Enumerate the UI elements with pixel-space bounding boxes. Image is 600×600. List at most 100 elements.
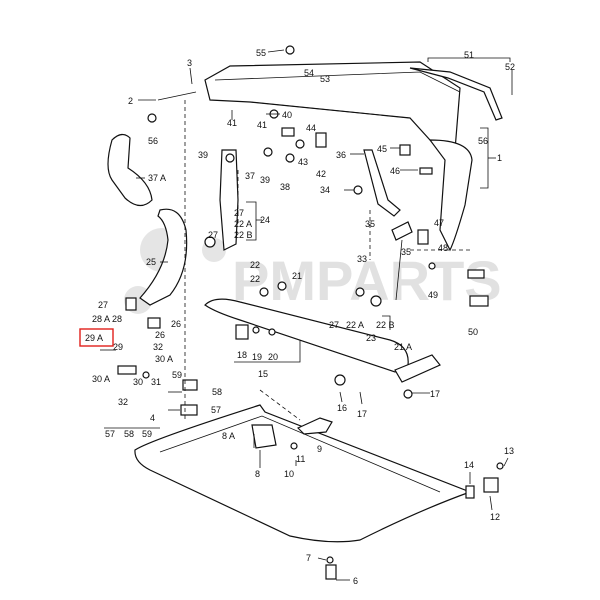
part-31 [142, 371, 150, 379]
callout-label[interactable]: 26 [155, 330, 165, 340]
callout-label[interactable]: 49 [428, 290, 438, 300]
callout-label[interactable]: 59 [142, 429, 152, 439]
callout-label[interactable]: 48 [438, 243, 448, 253]
callout-label[interactable]: 21 [292, 271, 302, 281]
callout-label[interactable]: 50 [468, 327, 478, 337]
callout-label[interactable]: 12 [490, 512, 500, 522]
callout-label[interactable]: 15 [258, 369, 268, 379]
callout-label[interactable]: 51 [464, 50, 474, 60]
callout-label[interactable]: 24 [260, 215, 270, 225]
callout-label[interactable]: 27 [208, 230, 218, 240]
callout-label[interactable]: 25 [146, 257, 156, 267]
callout-label[interactable]: 10 [284, 469, 294, 479]
callout-label[interactable]: 47 [434, 218, 444, 228]
callout-label[interactable]: 29 A [85, 333, 103, 343]
callout-label[interactable]: 17 [430, 389, 440, 399]
callout-label[interactable]: 14 [464, 460, 474, 470]
callout-label[interactable]: 28 A [92, 314, 110, 324]
callout-label[interactable]: 23 [366, 333, 376, 343]
callout-label[interactable]: 56 [148, 136, 158, 146]
callout-label[interactable]: 55 [256, 48, 266, 58]
callout-label[interactable]: 41 [227, 118, 237, 128]
callout-label[interactable]: 8 A [222, 431, 235, 441]
callout-label[interactable]: 3 [187, 58, 192, 68]
callout-label[interactable]: 30 A [155, 354, 173, 364]
callout-label[interactable]: 22 A [346, 320, 364, 330]
part-10 [290, 442, 298, 450]
highlight-box [79, 328, 114, 347]
callout-label[interactable]: 57 [105, 429, 115, 439]
callout-label[interactable]: 36 [336, 150, 346, 160]
callout-label[interactable]: 22 A [234, 219, 252, 229]
callout-label[interactable]: 33 [357, 254, 367, 264]
callout-label[interactable]: 30 [133, 377, 143, 387]
callout-label[interactable]: 37 A [148, 173, 166, 183]
callout-label[interactable]: 27 [329, 320, 339, 330]
callout-label[interactable]: 32 [153, 342, 163, 352]
part-39 [225, 153, 235, 163]
callout-label[interactable]: 22 B [376, 320, 395, 330]
callout-label[interactable]: 37 [245, 171, 255, 181]
callout-label[interactable]: 1 [497, 153, 502, 163]
callout-label[interactable]: 2 [128, 96, 133, 106]
callout-label[interactable]: 44 [306, 123, 316, 133]
part-13 [496, 462, 504, 470]
callout-label[interactable]: 59 [172, 370, 182, 380]
callout-label[interactable]: 18 [237, 350, 247, 360]
callout-label[interactable]: 16 [337, 403, 347, 413]
callout-label[interactable]: 21 A [394, 342, 412, 352]
callout-label[interactable]: 17 [357, 409, 367, 419]
callout-label[interactable]: 40 [282, 110, 292, 120]
callout-label[interactable]: 13 [504, 446, 514, 456]
callout-label[interactable]: 4 [150, 413, 155, 423]
callout-label[interactable]: 6 [353, 576, 358, 586]
callout-label[interactable]: 34 [320, 185, 330, 195]
callout-label[interactable]: 42 [316, 169, 326, 179]
bracket-37a [107, 133, 153, 207]
part-44 [281, 127, 295, 137]
callout-label[interactable]: 7 [306, 553, 311, 563]
callout-label[interactable]: 19 [252, 352, 262, 362]
callout-label[interactable]: 57 [211, 405, 221, 415]
cross-beam [204, 298, 409, 373]
part-21 [277, 281, 287, 291]
callout-label[interactable]: 54 [304, 68, 314, 78]
arm-37 [219, 149, 239, 251]
callout-label[interactable]: 31 [151, 377, 161, 387]
part-30 [117, 365, 137, 375]
callout-label[interactable]: 58 [124, 429, 134, 439]
callout-label[interactable]: 56 [478, 136, 488, 146]
callout-label[interactable]: 9 [317, 444, 322, 454]
callout-label[interactable]: 39 [198, 150, 208, 160]
callout-label[interactable]: 35 [365, 219, 375, 229]
callout-label[interactable]: 29 [113, 342, 123, 352]
callout-label[interactable]: 41 [257, 120, 267, 130]
callout-label[interactable]: 53 [320, 74, 330, 84]
callout-label[interactable]: 20 [268, 352, 278, 362]
callout-label[interactable]: 11 [296, 454, 305, 464]
callout-label[interactable]: 32 [118, 397, 128, 407]
callout-label[interactable]: 22 [250, 260, 260, 270]
callout-label[interactable]: 28 [112, 314, 122, 324]
callout-label[interactable]: 27 [234, 208, 244, 218]
callout-label[interactable]: 35 [401, 247, 411, 257]
callout-label[interactable]: 38 [280, 182, 290, 192]
callout-label[interactable]: 30 A [92, 374, 110, 384]
callout-label[interactable]: 46 [390, 166, 400, 176]
callout-label[interactable]: 39 [260, 175, 270, 185]
callout-label[interactable]: 58 [212, 387, 222, 397]
callout-label[interactable]: 45 [377, 144, 387, 154]
part-22 [259, 287, 269, 297]
callout-label[interactable]: 43 [298, 157, 308, 167]
callout-label[interactable]: 52 [505, 62, 515, 72]
callout-label[interactable]: 27 [98, 300, 108, 310]
callout-label[interactable]: 26 [171, 319, 181, 329]
callout-label[interactable]: 8 [255, 469, 260, 479]
callout-label[interactable]: 22 B [234, 230, 253, 240]
part-27 [125, 297, 137, 311]
part-42 [315, 132, 327, 148]
part-12 [483, 477, 499, 493]
part-47 [417, 229, 429, 245]
roof-panel [204, 61, 473, 252]
callout-label[interactable]: 22 [250, 274, 260, 284]
